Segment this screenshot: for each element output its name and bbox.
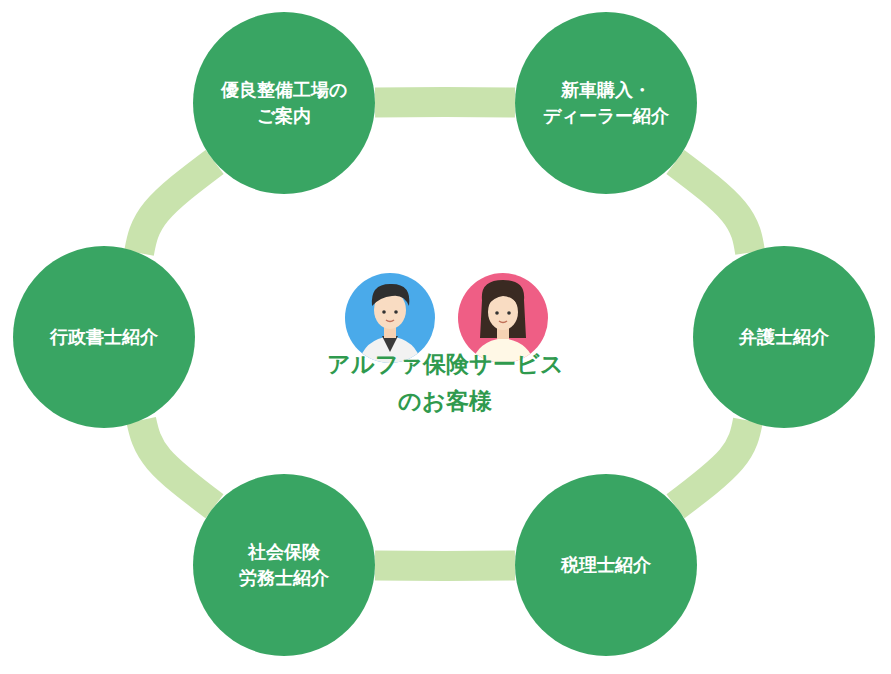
service-label: 社会保険 労務士紹介 [209, 539, 359, 591]
service-label: 税理士紹介 [561, 552, 651, 578]
ring-band [675, 162, 750, 253]
ring-band [139, 162, 215, 253]
ring-band [375, 551, 515, 581]
service-label: 優良整備工場の ご案内 [209, 77, 359, 129]
circle-shape [193, 474, 375, 656]
ring-band [141, 420, 214, 506]
service-circle: 弁護士紹介 [693, 246, 875, 428]
service-label: 弁護士紹介 [739, 324, 829, 350]
ring-band [375, 87, 515, 117]
customer-label: アルファ保険サービス のお客様 [295, 346, 595, 420]
service-circle: 行政書士紹介 [13, 246, 195, 428]
service-circle: 税理士紹介 [515, 474, 697, 656]
service-label: 新車購入・ ディーラー紹介 [531, 77, 681, 129]
circle-shape [193, 12, 375, 194]
service-circle: 優良整備工場の ご案内 [193, 12, 375, 194]
service-circle: 社会保険 労務士紹介 [193, 474, 375, 656]
ring-band [676, 421, 748, 507]
service-circle: 新車購入・ ディーラー紹介 [515, 12, 697, 194]
service-label: 行政書士紹介 [50, 324, 158, 350]
circle-shape [515, 12, 697, 194]
